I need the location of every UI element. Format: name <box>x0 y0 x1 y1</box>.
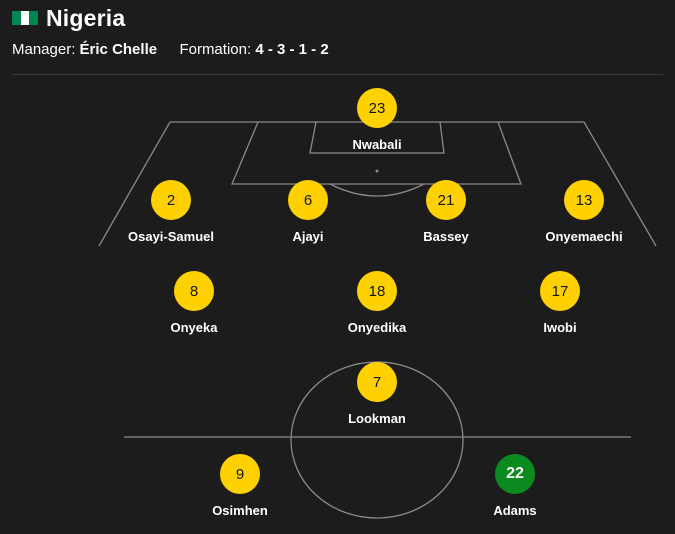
nigeria-flag-icon <box>12 11 39 25</box>
formation-label: Formation: <box>179 41 252 58</box>
shirt-number: 22 <box>495 454 535 494</box>
player-name: Bassey <box>421 229 471 244</box>
flag-stripe-left <box>12 11 21 25</box>
shirt-number: 2 <box>151 180 191 220</box>
player-onyemaechi[interactable]: 13 Onyemaechi <box>514 180 654 244</box>
title-row: Nigeria <box>12 4 125 32</box>
player-name: Onyedika <box>345 320 409 335</box>
player-name: Osayi-Samuel <box>126 229 216 244</box>
shirt-number: 21 <box>426 180 466 220</box>
player-onyedika[interactable]: 18 Onyedika <box>307 271 447 335</box>
shirt-number: 13 <box>564 180 604 220</box>
penalty-arc <box>329 183 425 197</box>
shirt-number: 18 <box>357 271 397 311</box>
flag-stripe-middle <box>20 11 30 25</box>
player-name: Onyemaechi <box>543 229 625 244</box>
player-lookman[interactable]: 7 Lookman <box>307 362 447 426</box>
team-meta: Manager: Éric Chelle Formation: 4 - 3 - … <box>12 41 329 58</box>
shirt-number: 23 <box>357 88 397 128</box>
player-name: Iwobi <box>541 320 579 335</box>
player-osimhen[interactable]: 9 Osimhen <box>170 454 310 518</box>
team-header: Nigeria <box>12 4 125 32</box>
player-name: Nwabali <box>350 137 404 152</box>
manager-name: Éric Chelle <box>79 41 158 58</box>
player-ajayi[interactable]: 6 Ajayi <box>238 180 378 244</box>
six-yard-box <box>309 121 445 154</box>
player-osayi-samuel[interactable]: 2 Osayi-Samuel <box>101 180 241 244</box>
player-name: Adams <box>491 503 539 518</box>
player-onyeka[interactable]: 8 Onyeka <box>124 271 264 335</box>
formation-value: 4 - 3 - 1 - 2 <box>255 41 329 58</box>
player-bassey[interactable]: 21 Bassey <box>376 180 516 244</box>
team-name: Nigeria <box>46 4 126 31</box>
player-nwabali[interactable]: 23 Nwabali <box>307 88 447 152</box>
player-adams[interactable]: 22 Adams <box>445 454 585 518</box>
player-name: Ajayi <box>290 229 326 244</box>
shirt-number: 8 <box>174 271 214 311</box>
penalty-box <box>231 121 522 185</box>
player-name: Lookman <box>346 411 408 426</box>
shirt-number: 9 <box>220 454 260 494</box>
header-divider <box>12 74 663 75</box>
player-name: Onyeka <box>168 320 220 335</box>
shirt-number: 6 <box>288 180 328 220</box>
player-iwobi[interactable]: 17 Iwobi <box>490 271 630 335</box>
player-name: Osimhen <box>210 503 270 518</box>
shirt-number: 7 <box>357 362 397 402</box>
shirt-number: 17 <box>540 271 580 311</box>
manager-label: Manager: <box>12 41 76 58</box>
penalty-spot <box>375 169 379 173</box>
flag-stripe-right <box>29 11 39 25</box>
